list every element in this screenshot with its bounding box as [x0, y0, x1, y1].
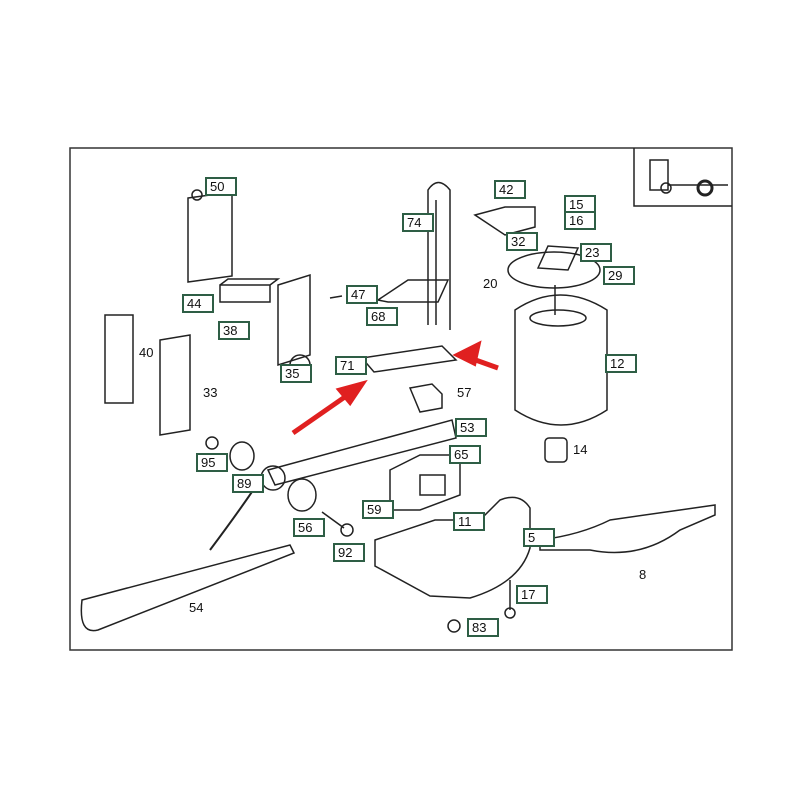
bracket-42	[473, 206, 536, 236]
part-label-40: 40	[139, 345, 154, 360]
part-label-71[interactable]: 71	[335, 356, 367, 375]
part-label-11[interactable]: 11	[453, 512, 485, 531]
u-bolt-74	[427, 181, 451, 330]
part-label-17[interactable]: 17	[516, 585, 548, 604]
part-label-35[interactable]: 35	[280, 364, 312, 383]
block-38	[219, 278, 281, 303]
bracket-40	[104, 314, 134, 404]
part-label-42[interactable]: 42	[494, 180, 526, 199]
part-label-23[interactable]: 23	[580, 243, 612, 262]
part-label-74[interactable]: 74	[402, 213, 434, 232]
part-label-15[interactable]: 15	[564, 195, 596, 214]
spacer-57	[408, 383, 443, 413]
part-label-50[interactable]: 50	[205, 177, 237, 196]
part-label-92[interactable]: 92	[333, 543, 365, 562]
diagram-frame	[69, 147, 733, 651]
vehicle-inset-icon	[633, 148, 732, 207]
plate-23	[507, 245, 601, 289]
part-label-29[interactable]: 29	[603, 266, 635, 285]
bolt-92	[321, 511, 354, 537]
part-label-33: 33	[203, 385, 218, 400]
part-label-14: 14	[573, 442, 588, 457]
red-arrow-right	[452, 340, 499, 371]
part-label-20: 20	[483, 276, 498, 291]
clamp-68	[329, 279, 450, 303]
part-label-54: 54	[189, 600, 204, 615]
part-label-59[interactable]: 59	[362, 500, 394, 519]
part-label-53[interactable]: 53	[455, 418, 487, 437]
part-label-83[interactable]: 83	[467, 618, 499, 637]
part-label-38[interactable]: 38	[218, 321, 250, 340]
part-label-32[interactable]: 32	[506, 232, 538, 251]
bushing-56	[287, 478, 317, 512]
hanger-5	[374, 496, 531, 599]
bushing-95-89	[205, 436, 255, 471]
part-label-57: 57	[457, 385, 472, 400]
red-arrow-left	[291, 379, 368, 436]
bracket-35	[277, 273, 311, 376]
beam-8	[539, 504, 716, 554]
part-label-44[interactable]: 44	[182, 294, 214, 313]
part-label-12[interactable]: 12	[605, 354, 637, 373]
part-label-89[interactable]: 89	[232, 474, 264, 493]
bracket-44	[187, 189, 233, 283]
part-label-68[interactable]: 68	[366, 307, 398, 326]
air-spring-12	[514, 285, 608, 426]
bolt-17	[504, 580, 516, 619]
part-label-16[interactable]: 16	[564, 211, 596, 230]
plate-71	[360, 345, 458, 373]
part-label-47[interactable]: 47	[346, 285, 378, 304]
nut-83	[447, 619, 461, 633]
part-label-95[interactable]: 95	[196, 453, 228, 472]
pad-14	[544, 437, 568, 463]
part-label-5[interactable]: 5	[523, 528, 555, 547]
part-label-8: 8	[639, 567, 647, 582]
bracket-33	[159, 334, 191, 436]
part-label-56[interactable]: 56	[293, 518, 325, 537]
part-label-65[interactable]: 65	[449, 445, 481, 464]
